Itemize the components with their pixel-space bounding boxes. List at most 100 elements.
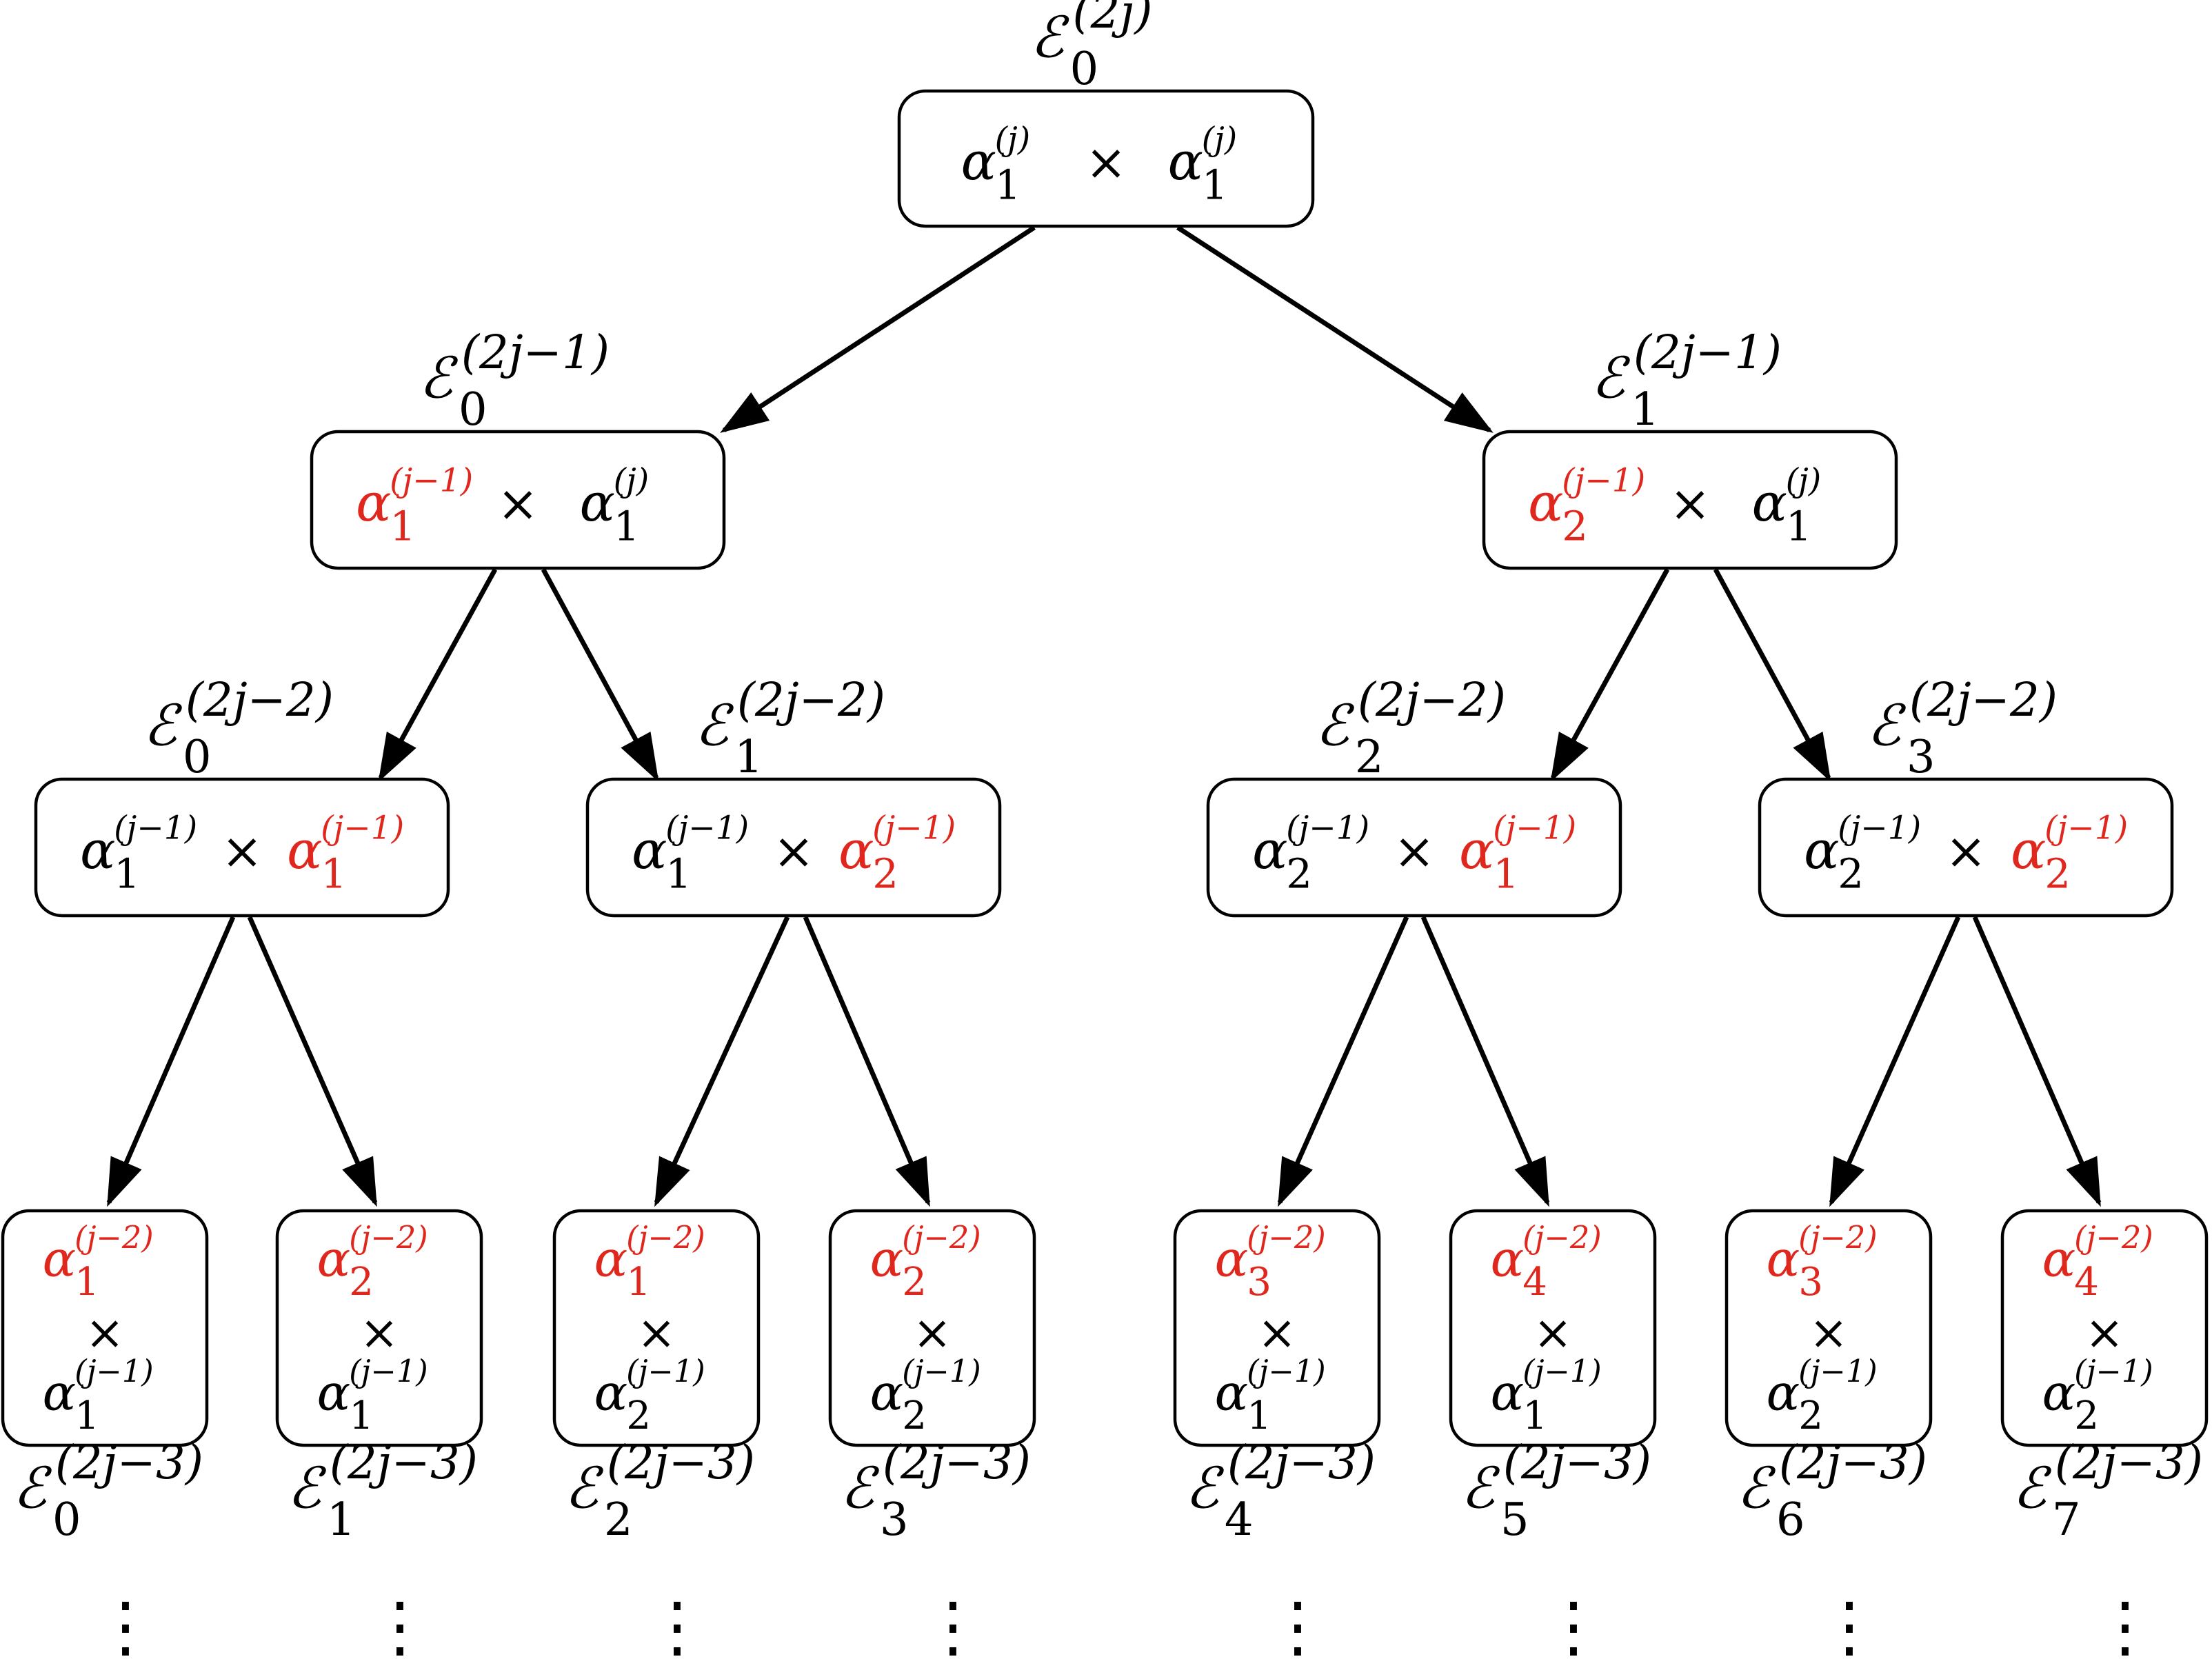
term-top-superscript: (j−2) <box>1522 1220 1601 1256</box>
continuation-dots: ⋮ <box>92 1588 159 1659</box>
term-top-superscript: (j−2) <box>349 1220 428 1256</box>
term-top-superscript: (j−2) <box>902 1220 981 1256</box>
term-right: α2(j−1) <box>838 809 956 897</box>
continuation-dots: ⋮ <box>1265 1588 1331 1659</box>
times-operator: × <box>637 1306 676 1360</box>
term-right-symbol: α <box>580 472 615 533</box>
node-box <box>897 89 1315 228</box>
term-right-subscript: 1 <box>1786 503 1812 550</box>
node-label-superscript: (2j−1) <box>1633 325 1782 379</box>
node-label-symbol: ℰ <box>419 346 458 412</box>
term-left: α2(j−1) <box>1528 461 1645 550</box>
edges-layer <box>106 225 2102 1207</box>
edge-n2-n5 <box>1550 568 1670 783</box>
term-top-symbol: α <box>870 1229 904 1287</box>
node-label-subscript: 0 <box>1069 43 1098 95</box>
continuation-dots: ⋮ <box>2092 1588 2158 1659</box>
times-operator: × <box>1258 1306 1297 1360</box>
node-label-subscript: 2 <box>1355 731 1384 783</box>
node-box <box>1 1209 209 1447</box>
node-box <box>1725 1209 1933 1447</box>
node-label-superscript: (2j−3) <box>883 1436 1031 1489</box>
term-left: α1(j−1) <box>632 809 749 897</box>
term-bottom-superscript: (j−1) <box>2074 1354 2153 1389</box>
term-top: α3(j−2) <box>1215 1220 1326 1305</box>
continuation-layer: ⋮⋮⋮⋮⋮⋮⋮⋮ <box>92 1588 2158 1659</box>
term-bottom-subscript: 1 <box>74 1394 99 1438</box>
term-bottom: α1(j−1) <box>1215 1354 1326 1438</box>
node-label-symbol: ℰ <box>1736 1456 1776 1522</box>
term-left-symbol: α <box>80 819 115 881</box>
term-right: α2(j−1) <box>2011 809 2128 897</box>
term-bottom-symbol: α <box>317 1363 351 1421</box>
edge-n6-n14 <box>1972 916 2102 1207</box>
edge-n5-n12 <box>1420 916 1550 1207</box>
term-top-superscript: (j−2) <box>1798 1220 1877 1256</box>
term-right-superscript: (j−1) <box>321 809 404 847</box>
term-right-superscript: (j) <box>1202 120 1237 158</box>
node-box <box>585 777 1002 918</box>
term-bottom-subscript: 2 <box>2074 1394 2099 1438</box>
term-bottom-subscript: 1 <box>1522 1394 1547 1438</box>
node-label-superscript: (2j−3) <box>55 1436 203 1489</box>
term-right-subscript: 1 <box>614 503 640 550</box>
node-box <box>34 777 450 918</box>
term-top: α1(j−2) <box>43 1220 154 1305</box>
node-label-subscript: 0 <box>52 1494 81 1546</box>
term-left: α2(j−1) <box>1804 809 1921 897</box>
term-left-subscript: 2 <box>1838 850 1864 898</box>
term-left-subscript: 1 <box>114 850 140 898</box>
term-top: α2(j−2) <box>317 1220 428 1305</box>
term-top: α2(j−2) <box>870 1220 981 1305</box>
edge-n4-n10 <box>803 916 931 1207</box>
term-top-superscript: (j−2) <box>626 1220 705 1256</box>
term-top-symbol: α <box>43 1229 77 1287</box>
term-bottom-superscript: (j−1) <box>1522 1354 1601 1389</box>
term-left-subscript: 2 <box>1562 503 1588 550</box>
term-left-superscript: (j−1) <box>1562 461 1645 499</box>
node-label-symbol: ℰ <box>1591 346 1630 412</box>
term-bottom: α2(j−1) <box>2042 1354 2153 1438</box>
term-bottom-subscript: 1 <box>349 1394 374 1438</box>
node-label-symbol: ℰ <box>287 1456 326 1522</box>
node-label-superscript: (2j−2) <box>185 673 334 727</box>
node-label-superscript: (2j−3) <box>1503 1436 1651 1489</box>
term-top-symbol: α <box>594 1229 628 1287</box>
term-bottom-superscript: (j−1) <box>1247 1354 1325 1389</box>
term-right-superscript: (j−1) <box>1493 809 1576 847</box>
term-right: α1(j−1) <box>1459 809 1576 897</box>
node-label-symbol: ℰ <box>2012 1456 2051 1522</box>
edge-n5-n11 <box>1277 916 1409 1207</box>
term-bottom-subscript: 2 <box>626 1394 651 1438</box>
term-top-subscript: 2 <box>349 1260 374 1305</box>
term-top-superscript: (j−2) <box>2074 1220 2153 1256</box>
term-right-symbol: α <box>838 819 874 881</box>
term-left-symbol: α <box>356 472 391 533</box>
term-top-symbol: α <box>1215 1229 1249 1287</box>
term-left-superscript: (j−1) <box>114 809 197 847</box>
node-label-symbol: ℰ <box>1030 6 1069 71</box>
edge-n3-n8 <box>247 916 378 1207</box>
edge-n2-n6 <box>1713 568 1831 783</box>
node-label-subscript: 6 <box>1776 1494 1805 1546</box>
node-label-symbol: ℰ <box>1867 694 1906 759</box>
times-operator: × <box>1669 474 1711 532</box>
node-label-superscript: (2j−2) <box>737 673 885 727</box>
times-operator: × <box>86 1306 125 1360</box>
node-label-superscript: (2j−1) <box>461 325 610 379</box>
times-operator: × <box>1085 133 1127 191</box>
node-box <box>1206 777 1622 918</box>
term-left-superscript: (j−1) <box>390 461 473 499</box>
term-bottom-superscript: (j−1) <box>349 1354 428 1389</box>
